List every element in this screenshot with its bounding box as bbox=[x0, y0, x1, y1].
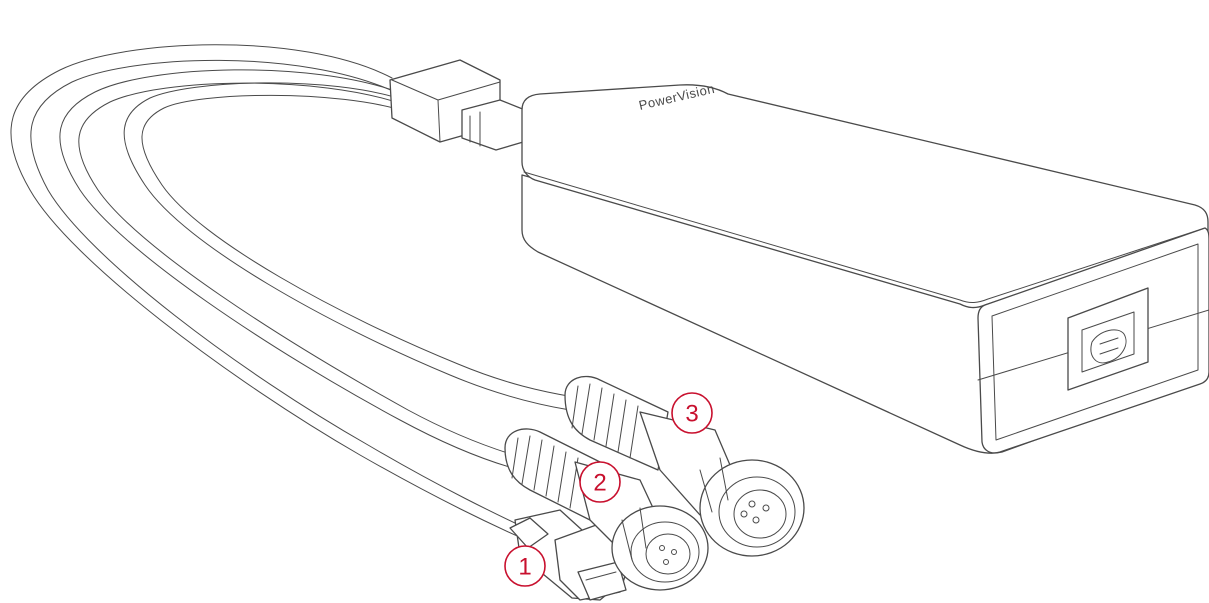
micro-usb-connector bbox=[509, 509, 631, 601]
adapter-body-upper bbox=[521, 84, 1209, 309]
callout-1-label: 1 bbox=[518, 554, 531, 581]
cable-bundle bbox=[10, 44, 575, 556]
callout-1: 1 bbox=[504, 545, 546, 587]
callout-3: 3 bbox=[671, 392, 713, 434]
cable-connector-3 bbox=[123, 82, 571, 411]
cable-connector-2 bbox=[59, 69, 521, 471]
callout-2: 2 bbox=[579, 461, 621, 503]
callout-2-label: 2 bbox=[593, 470, 606, 497]
cable-junction-sleeve bbox=[389, 59, 531, 151]
power-socket-icon bbox=[1067, 287, 1149, 391]
cable-usb bbox=[10, 44, 561, 556]
callout-3-label: 3 bbox=[685, 401, 698, 428]
round-connector-3 bbox=[564, 375, 805, 557]
